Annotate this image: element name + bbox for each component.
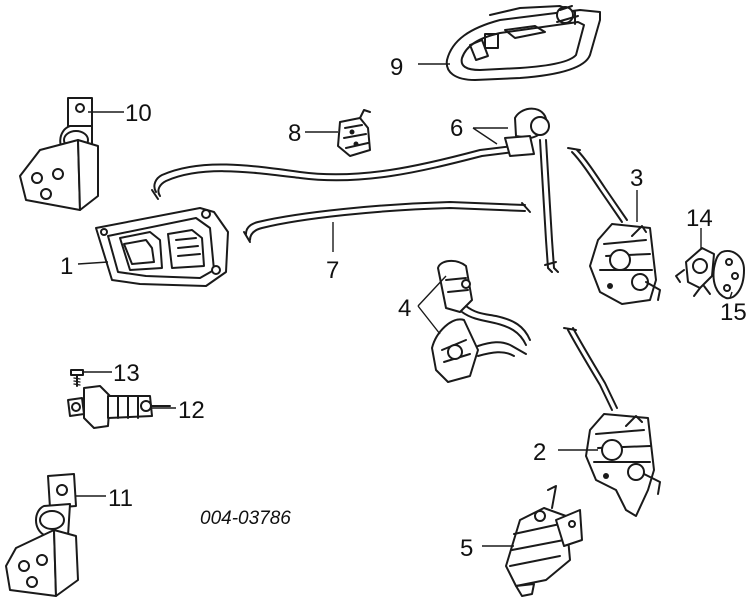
part-10-upper-hinge — [19, 97, 99, 211]
callout-9: 9 — [390, 54, 403, 81]
leader-15 — [729, 291, 733, 299]
part-11-lower-hinge — [5, 473, 79, 597]
part-13-screw — [70, 369, 84, 387]
callout-8: 8 — [288, 120, 301, 147]
part-3-front-latch — [567, 147, 661, 305]
leader-6 — [472, 127, 508, 145]
part-7-long-rod — [243, 201, 531, 243]
leader-4 — [417, 275, 447, 335]
part-1-inside-handle-bezel — [95, 207, 229, 287]
callout-6: 6 — [450, 115, 463, 142]
callout-14: 14 — [686, 205, 713, 232]
callout-13: 13 — [113, 360, 140, 387]
callout-7: 7 — [326, 257, 339, 284]
callout-5: 5 — [460, 535, 473, 562]
part-8-clip — [337, 109, 371, 157]
part-15-gasket — [712, 250, 745, 300]
part-2-rear-latch — [563, 327, 661, 517]
callout-4: 4 — [398, 295, 411, 322]
callout-15: 15 — [720, 299, 747, 326]
callout-1: 1 — [60, 253, 73, 280]
part-6-lock-rod — [151, 107, 559, 273]
callout-10: 10 — [125, 100, 152, 127]
part-14-lock-cylinder — [675, 247, 715, 297]
callout-11: 11 — [108, 485, 133, 512]
part-5-rear-actuator — [505, 485, 583, 597]
callout-2: 2 — [533, 439, 546, 466]
part-12-door-check — [67, 385, 171, 429]
leader-1 — [77, 261, 109, 265]
callout-12: 12 — [178, 397, 205, 424]
part-4-lock-actuator — [431, 260, 531, 383]
callout-3: 3 — [630, 165, 643, 192]
part-9-outside-handle — [445, 5, 601, 81]
reference-code: 004-03786 — [200, 508, 291, 529]
